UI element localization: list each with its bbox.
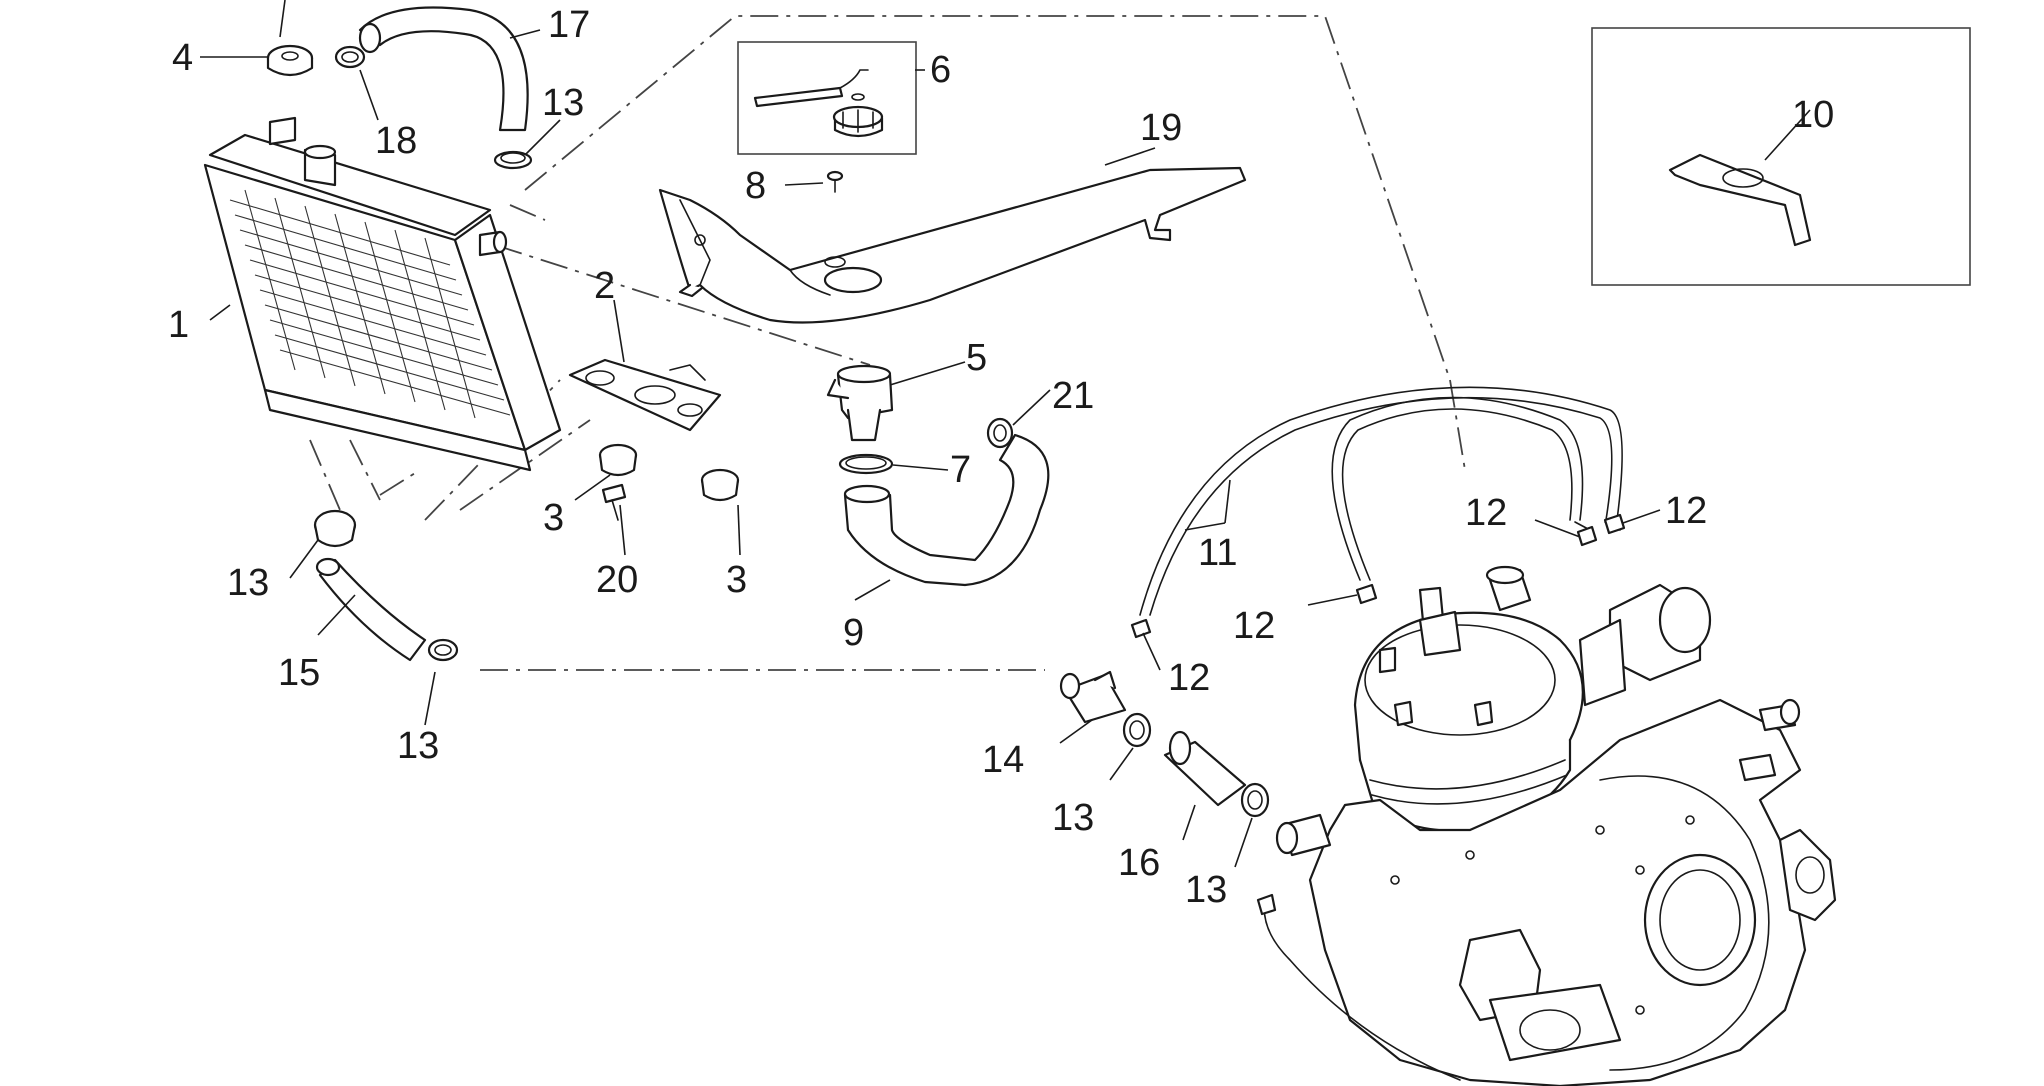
bracket-2 [568, 358, 722, 432]
grommet-3-left [598, 443, 638, 477]
clamp-13-engine-right [1240, 782, 1270, 818]
callout-20: 20 [596, 559, 638, 601]
callout-2: 2 [594, 265, 615, 307]
callout-12-c: 12 [1233, 605, 1275, 647]
filler-neck-5 [826, 364, 894, 442]
clamp-18 [334, 45, 366, 69]
grommet-4 [266, 44, 314, 77]
callout-16: 16 [1118, 842, 1160, 884]
t-fitting-14 [1059, 670, 1127, 724]
radiator-core-fins [229, 189, 511, 419]
clamp-13-lower-left [313, 509, 357, 548]
callout-12-b: 12 [1665, 490, 1707, 532]
callout-labels: 1 2 3 3 4 5 6 7 8 9 10 11 12 12 12 12 13… [168, 4, 1834, 911]
clamp-13-engine-left [1122, 712, 1152, 748]
engine [1256, 565, 1837, 1086]
leader-lines [200, 0, 1811, 868]
callout-3-left: 3 [543, 497, 564, 539]
callout-14: 14 [982, 739, 1024, 781]
callout-13-engine-a: 13 [1052, 797, 1094, 839]
grommet-3-right [700, 468, 740, 502]
callout-19: 19 [1140, 107, 1182, 149]
clips-12 [1130, 513, 1626, 639]
expansion-tank-19 [658, 166, 1247, 324]
clamp-21 [986, 417, 1014, 449]
callout-13-left: 13 [227, 562, 269, 604]
hose-16 [1163, 730, 1247, 807]
callout-17: 17 [548, 4, 590, 46]
clamp-13-lower-right [427, 638, 459, 662]
callout-18: 18 [375, 120, 417, 162]
callout-21: 21 [1052, 375, 1094, 417]
hose-15 [315, 557, 427, 662]
callout-15: 15 [278, 652, 320, 694]
callout-13-engine-b: 13 [1185, 869, 1227, 911]
callout-10: 10 [1792, 94, 1834, 136]
clip-10 [1591, 27, 1971, 286]
callout-5: 5 [966, 337, 987, 379]
cap-assembly-6 [737, 41, 917, 155]
callout-4: 4 [172, 37, 193, 79]
bolt-20 [601, 483, 627, 521]
radiator [203, 116, 562, 472]
callout-9: 9 [843, 612, 864, 654]
callout-1: 1 [168, 304, 189, 346]
callout-13-bottom: 13 [397, 725, 439, 767]
callout-13-top: 13 [542, 82, 584, 124]
callout-7: 7 [950, 449, 971, 491]
callout-12-d: 12 [1168, 657, 1210, 699]
callout-8: 8 [745, 165, 766, 207]
clamp-13-top [493, 150, 533, 170]
callout-11: 11 [1198, 532, 1237, 574]
callout-6: 6 [930, 49, 951, 91]
bleed-tubes-11 [1139, 386, 1623, 616]
clamp-7 [838, 453, 894, 475]
hose-17 [358, 6, 529, 132]
callout-12-a: 12 [1465, 492, 1507, 534]
screw-8 [826, 170, 844, 193]
callout-3-right: 3 [726, 559, 747, 601]
hose-9 [843, 433, 1050, 587]
